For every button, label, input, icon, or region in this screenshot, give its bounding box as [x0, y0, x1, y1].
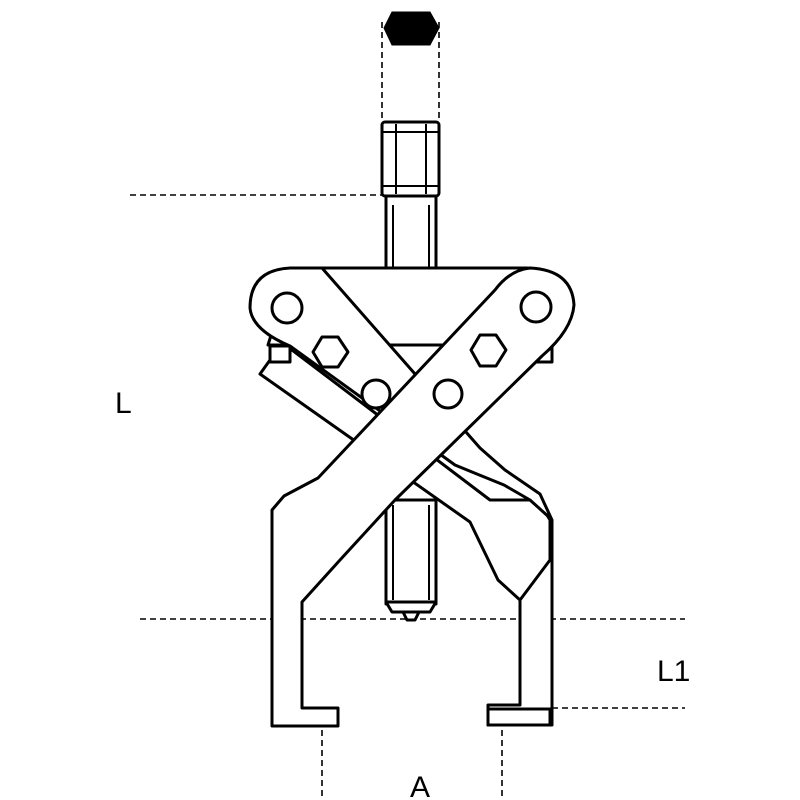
dimension-lines [130, 22, 685, 800]
left-arm-bolt-icon [311, 335, 350, 369]
right-jaw-tip [486, 707, 552, 727]
right-lower-hole [432, 378, 464, 410]
left-bracket [268, 344, 292, 364]
spindle-nut [380, 120, 441, 198]
opening-label: A [410, 771, 430, 800]
jaw-depth-label: L1 [657, 655, 690, 688]
left-lower-hole [360, 378, 392, 410]
right-pivot-hole [519, 290, 553, 324]
hex-nut-icon [383, 11, 440, 46]
right-arm-bolt-icon [469, 333, 508, 368]
left-pivot-hole [270, 291, 304, 325]
length-label: L [115, 387, 132, 420]
front-leg [270, 266, 576, 728]
